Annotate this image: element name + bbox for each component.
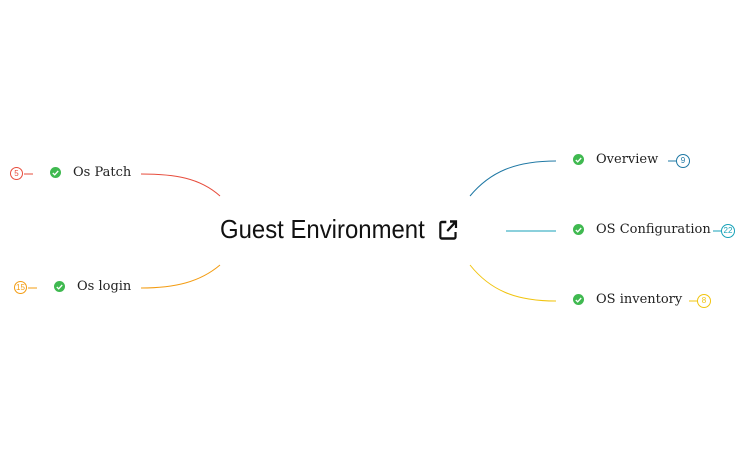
node-label: OS Configuration (596, 222, 711, 237)
check-circle-icon (54, 281, 65, 292)
link-os-inventory (469, 264, 557, 302)
count-badge-os-login: 15 (14, 281, 27, 294)
node-os-patch[interactable]: Os Patch (50, 165, 131, 180)
link-overview (469, 160, 557, 197)
link-os-patch (140, 173, 221, 197)
check-circle-icon (573, 224, 584, 235)
node-label: Os login (77, 279, 132, 294)
root-node[interactable]: Guest Environment (220, 214, 459, 245)
node-label: Os Patch (73, 165, 132, 180)
external-link-icon[interactable] (437, 218, 459, 242)
count-badge-overview: 9 (676, 154, 690, 168)
root-title: Guest Environment (220, 214, 425, 244)
count-badge-os-inventory: 8 (697, 294, 711, 308)
node-overview[interactable]: Overview (573, 152, 658, 167)
node-os-configuration[interactable]: OS Configuration (573, 222, 711, 237)
count-badge-os-configuration: 22 (721, 224, 735, 238)
link-os-login (140, 264, 221, 289)
node-os-login[interactable]: Os login (54, 279, 131, 294)
check-circle-icon (573, 294, 584, 305)
node-label: OS inventory (596, 292, 683, 307)
node-os-inventory[interactable]: OS inventory (573, 292, 682, 307)
check-circle-icon (50, 167, 61, 178)
check-circle-icon (573, 154, 584, 165)
node-label: Overview (596, 152, 659, 167)
count-badge-os-patch: 5 (10, 167, 23, 180)
